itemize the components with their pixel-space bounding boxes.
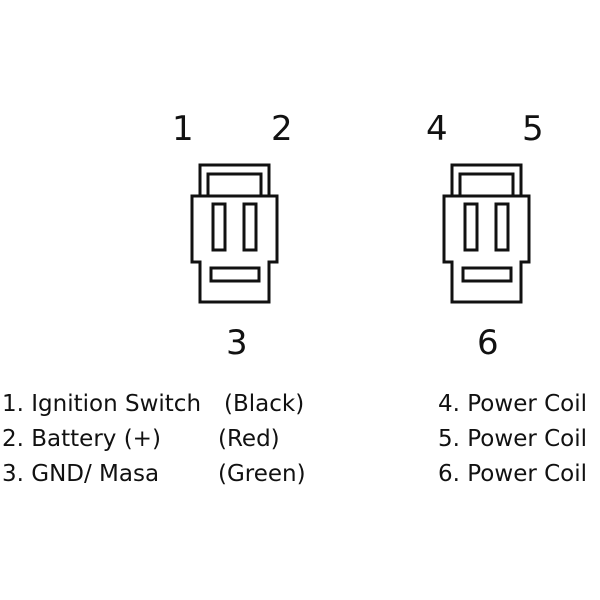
legend-item-3-label: 3. GND/ Masa [2,461,160,487]
connector-left-terminal-3 [209,266,261,283]
pin-number-2: 2 [271,109,293,149]
pin-number-4: 4 [426,109,448,149]
connector-right-latch [450,163,523,196]
legend-item-1-color: (Black) [224,391,305,417]
legend-item-2-label: 2. Battery (+) [2,426,161,452]
connector-left-body [190,194,279,304]
connector-left-latch [198,163,271,196]
pin-number-3: 3 [226,323,248,363]
pin-number-6: 6 [477,323,499,363]
connector-left-diagram [190,163,279,304]
connector-right-terminal-5 [494,202,510,252]
connector-left-terminal-1 [211,202,227,252]
pin-number-5: 5 [522,109,544,149]
legend-item-4-label: 4. Power Coil [438,391,588,417]
connector-right-terminal-4 [463,202,479,252]
legend-item-5-label: 5. Power Coil [438,426,588,452]
connector-right-diagram [442,163,531,304]
connector-right-terminal-6 [461,266,513,283]
pin-number-1: 1 [172,109,194,149]
legend-item-1-label: 1. Ignition Switch [2,391,202,417]
connector-right-latch-inner [458,172,515,196]
connector-left-latch-inner [206,172,263,196]
legend-item-6-label: 6. Power Coil [438,461,588,487]
connector-left-terminal-2 [242,202,258,252]
legend-item-2-color: (Red) [218,426,280,452]
connector-right-body [442,194,531,304]
legend-item-3-color: (Green) [218,461,306,487]
